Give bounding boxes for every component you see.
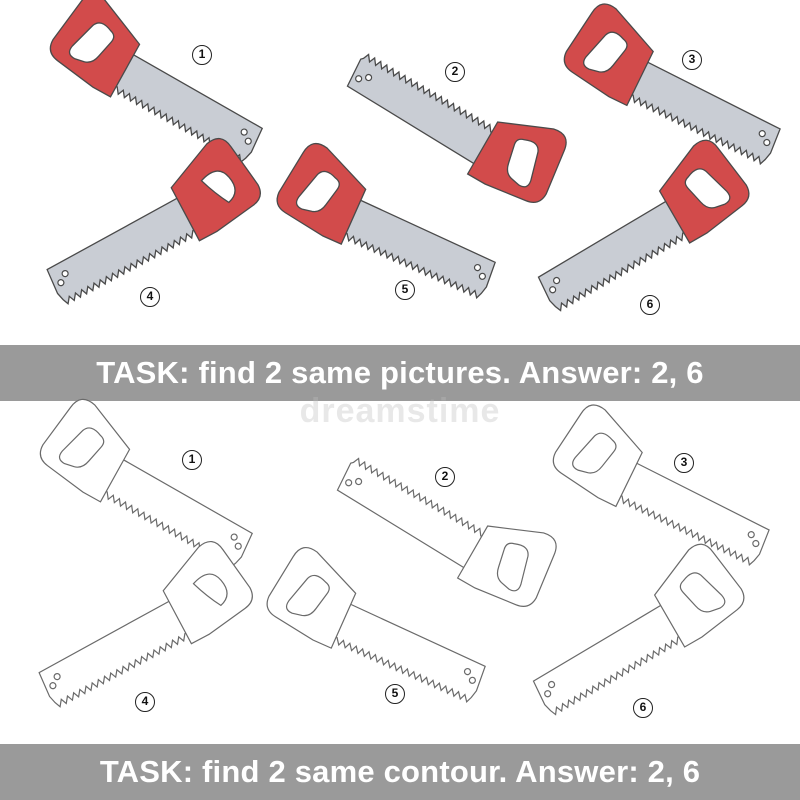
saw-number-badge: 3	[674, 453, 694, 473]
grip-hole	[684, 168, 731, 209]
saw-number-badge: 5	[385, 684, 405, 704]
saw-number-badge: 4	[140, 287, 160, 307]
rivet-icon	[61, 269, 69, 278]
saw-number-badge: 4	[135, 692, 155, 712]
rivet-icon	[57, 279, 65, 287]
saw-blade	[101, 456, 253, 569]
rivet-icon	[552, 276, 561, 285]
rivet-icon	[345, 479, 353, 487]
saw-number-badge: 2	[445, 62, 465, 82]
rivet-icon	[547, 680, 556, 689]
saw-4-colored[interactable]	[20, 137, 280, 305]
grip-hole	[506, 138, 539, 188]
saw-6-colored[interactable]	[510, 139, 770, 312]
rivet-icon	[473, 263, 482, 272]
rivet-icon	[355, 75, 363, 83]
task-bar-contour: TASK: find 2 same contour. Answer: 2, 6	[0, 744, 800, 800]
saw-number-badge: 1	[182, 450, 202, 470]
saw-2-colored[interactable]	[318, 53, 578, 203]
rivet-icon	[463, 667, 472, 676]
rivet-icon	[763, 138, 771, 147]
saw-number-badge: 2	[435, 467, 455, 487]
rivet-icon	[244, 137, 252, 145]
saw-3-contour[interactable]	[535, 404, 795, 566]
grip-hole	[295, 170, 340, 213]
rivet-icon	[230, 533, 238, 541]
rivet-icon	[364, 73, 373, 82]
grip-hole	[200, 170, 236, 204]
saw-blade	[330, 601, 486, 704]
watermark: dreamstime	[299, 392, 501, 430]
saw-1-contour[interactable]	[20, 398, 280, 569]
rivet-icon	[752, 539, 760, 548]
rivet-icon	[544, 690, 552, 698]
saw-1-colored[interactable]	[30, 0, 290, 164]
saw-number-badge: 6	[640, 295, 660, 315]
saw-number-badge: 5	[395, 280, 415, 300]
saw-blade	[38, 598, 191, 708]
rivet-icon	[53, 672, 61, 681]
saw-blade	[615, 460, 770, 566]
grip-hole	[58, 427, 105, 468]
saw-5-contour[interactable]	[250, 546, 510, 704]
rivet-icon	[468, 676, 476, 684]
saw-number-badge: 6	[633, 698, 653, 718]
grip-hole	[285, 574, 330, 617]
saw-5-colored[interactable]	[260, 142, 520, 300]
saw-blade	[532, 602, 684, 716]
saw-number-badge: 1	[192, 45, 212, 65]
saw-2-contour[interactable]	[308, 457, 568, 607]
grip-hole	[496, 542, 529, 592]
rivet-icon	[240, 128, 248, 136]
rivet-icon	[234, 542, 242, 550]
contour-saws-panel: 1 2 3 4 5 6	[0, 398, 800, 745]
rivet-icon	[747, 531, 755, 539]
colored-saws-panel: 1 2 3 4 5 6	[0, 0, 800, 345]
saw-4-contour[interactable]	[12, 541, 272, 708]
grip-hole	[583, 31, 628, 73]
saw-blade	[340, 197, 496, 300]
grip-hole	[68, 22, 115, 63]
grip-hole	[192, 573, 228, 607]
saw-3-colored[interactable]	[546, 3, 800, 166]
rivet-icon	[354, 477, 363, 486]
rivet-icon	[478, 272, 486, 280]
saw-blade	[336, 457, 487, 571]
saw-6-contour[interactable]	[505, 543, 765, 716]
rivet-icon	[549, 286, 557, 294]
saw-blade	[537, 198, 689, 312]
saw-blade	[46, 195, 200, 305]
saw-blade	[346, 53, 497, 167]
rivet-icon	[758, 130, 766, 138]
grip-hole	[572, 432, 617, 474]
task-bar-pictures: TASK: find 2 same pictures. Answer: 2, 6	[0, 345, 800, 401]
saw-blade	[111, 51, 264, 164]
saw-number-badge: 3	[682, 50, 702, 70]
grip-hole	[679, 572, 726, 613]
rivet-icon	[49, 682, 57, 690]
saw-blade	[626, 59, 781, 166]
